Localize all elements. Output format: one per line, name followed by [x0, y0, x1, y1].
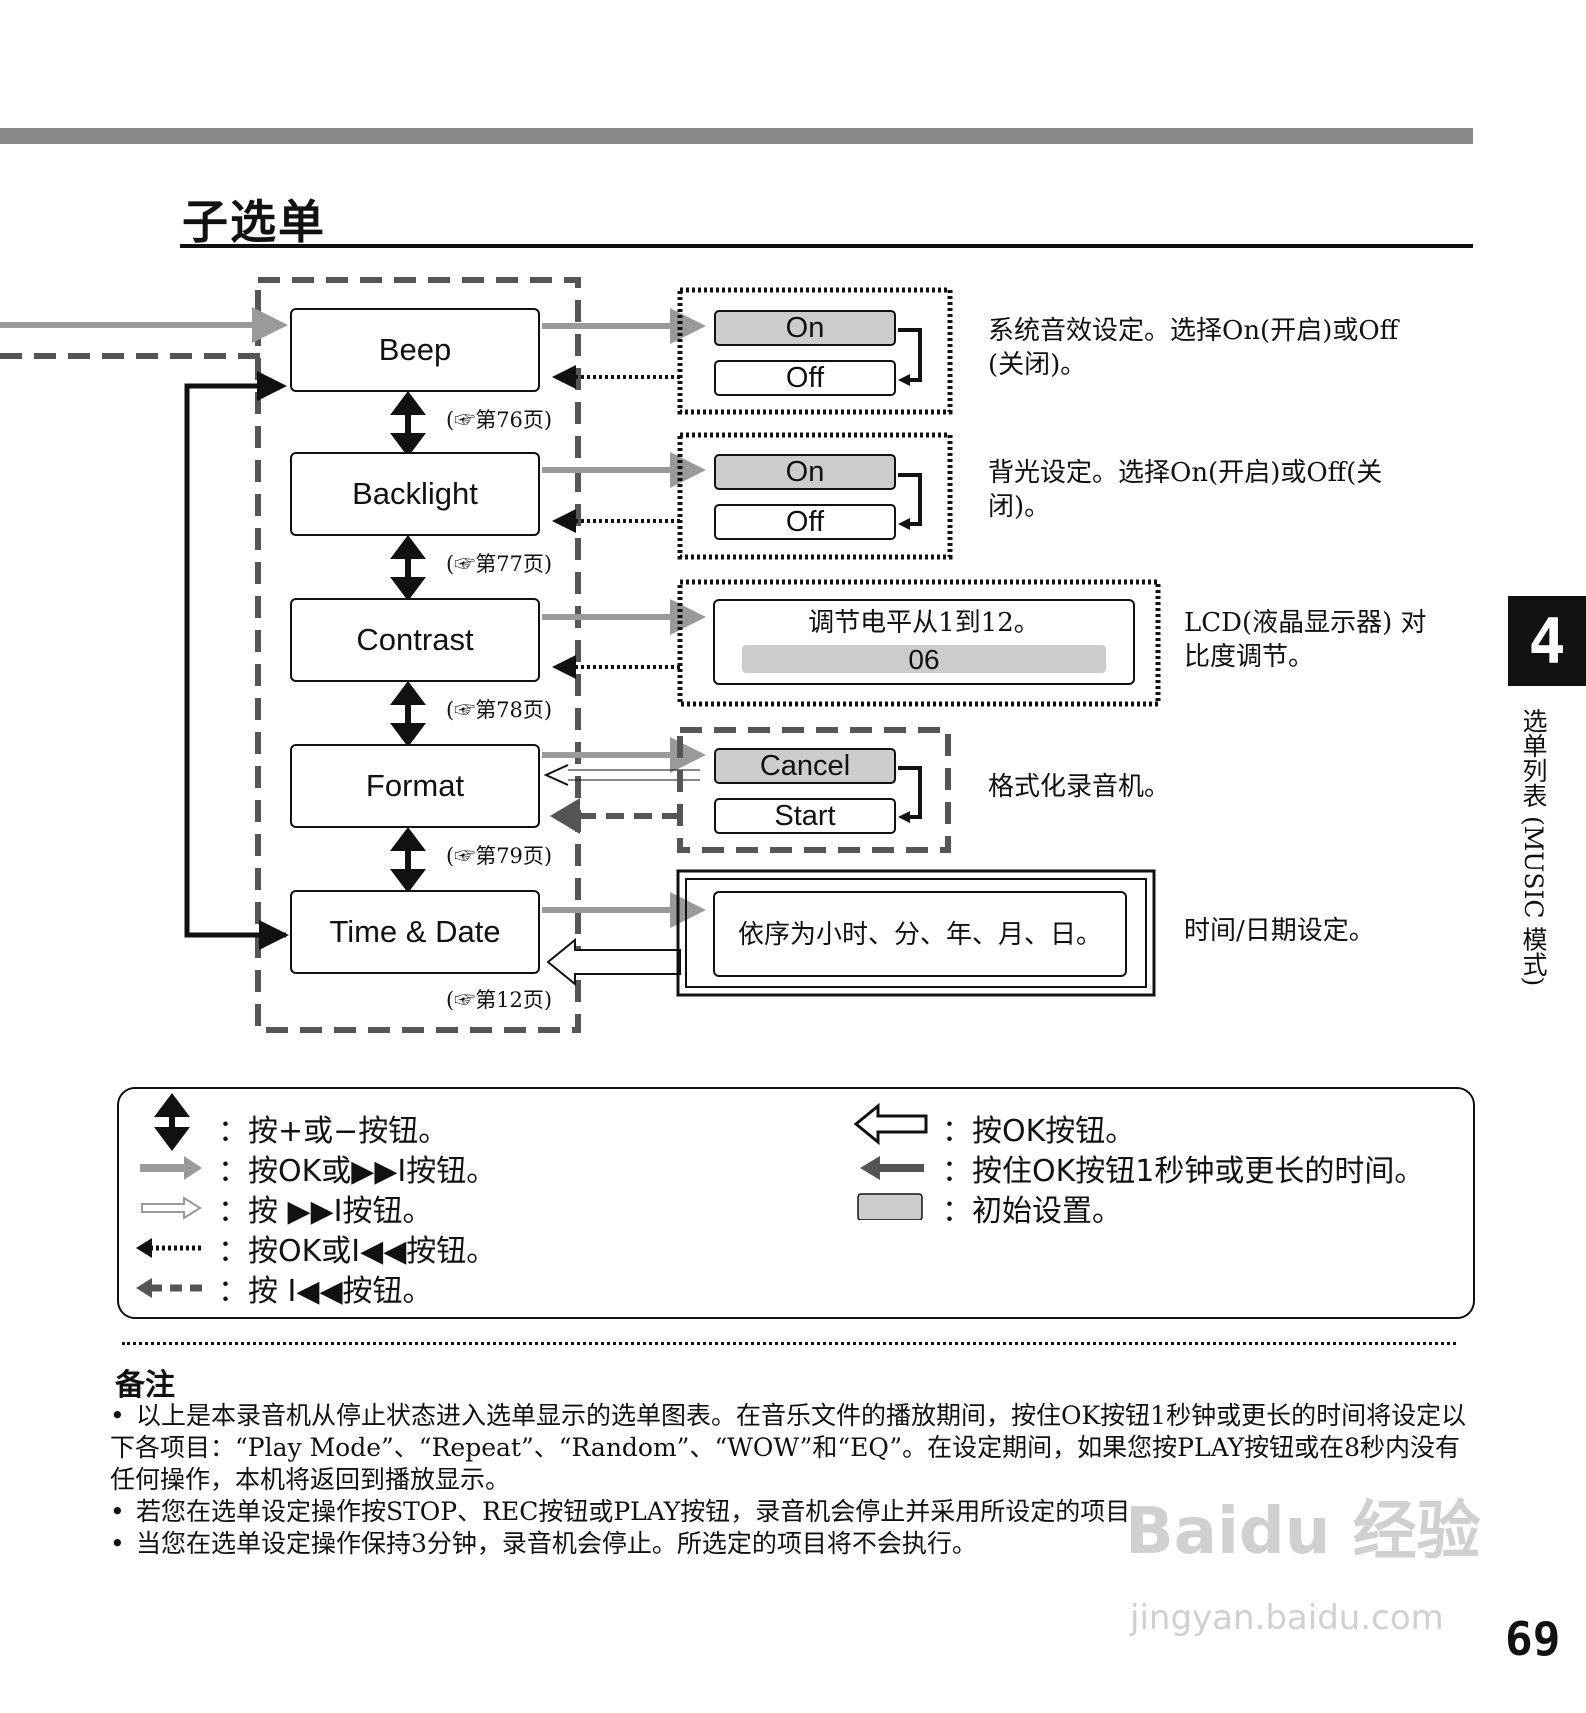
menu-item-contrast[interactable]: Contrast — [290, 598, 540, 682]
side-label: 选单列表 (MUSIC 模式) — [1519, 708, 1548, 987]
ok-hold-arrow-icon — [860, 1156, 924, 1180]
page-number: 69 — [1505, 1612, 1561, 1666]
notes-title: 备注 — [115, 1368, 175, 1403]
legend-ff: ：按 ▶▶I按钮。 — [218, 1194, 433, 1229]
contrast-description: LCD(液晶显示器) 对比度调节。 — [1184, 608, 1427, 672]
menu-group-border — [255, 277, 581, 1033]
legend-box — [117, 1087, 1475, 1319]
format-cancel-option[interactable]: Cancel — [714, 748, 896, 784]
legend-default: ：初始设置。 — [942, 1194, 1122, 1229]
beep-on-option[interactable]: On — [714, 310, 896, 346]
note-item: •当您在选单设定操作保持3分钟，录音机会停止。所选定的项目将不会执行。 — [110, 1529, 977, 1558]
legend-icons-left — [136, 1093, 204, 1298]
contrast-hint: 调节电平从1到12。 — [808, 608, 1040, 638]
watermark-logo: Baidu 经验 — [1125, 1495, 1481, 1569]
backlight-description: 背光设定。选择On(开启)或Off(关闭)。 — [988, 458, 1383, 522]
header-bar — [0, 128, 1473, 144]
diagram-connectors — [0, 277, 1161, 1033]
page-ref-format: (☞第79页) — [446, 844, 553, 868]
default-swatch-icon — [857, 1193, 923, 1220]
page-ref-time-date: (☞第12页) — [446, 988, 553, 1012]
page-title: 子选单 — [182, 195, 326, 249]
divider — [122, 1342, 1456, 1345]
menu-item-time-date[interactable]: Time & Date — [290, 890, 540, 974]
legend-ok-rew: ：按OK或I◀◀按钮。 — [218, 1234, 497, 1269]
legend-icons-right — [853, 1102, 928, 1220]
legend-plus-minus: ：按+或−按钮。 — [218, 1114, 449, 1149]
page-ref-backlight: (☞第77页) — [446, 552, 553, 576]
note-item: •若您在选单设定操作按STOP、REC按钮或PLAY按钮，录音机会停止并采用所设… — [110, 1497, 1156, 1526]
title-underline — [180, 244, 1473, 248]
menu-item-format[interactable]: Format — [290, 744, 540, 828]
backlight-on-option[interactable]: On — [714, 454, 896, 490]
hollow-arrow-icon — [141, 1196, 202, 1220]
chapter-tab: 4 — [1508, 596, 1586, 686]
beep-description: 系统音效设定。选择On(开启)或Off(关闭)。 — [988, 316, 1399, 380]
menu-item-beep[interactable]: Beep — [290, 308, 540, 392]
backlight-off-option[interactable]: Off — [714, 504, 896, 540]
note-item: •以上是本录音机从停止状态进入选单显示的选单图表。在音乐文件的播放期间，按住OK… — [110, 1401, 1467, 1494]
watermark-url: jingyan.baidu.com — [1130, 1598, 1444, 1638]
page-ref-contrast: (☞第78页) — [446, 698, 553, 722]
gray-arrow-icon — [140, 1156, 202, 1180]
ok-hollow-arrow-icon — [853, 1102, 928, 1146]
format-description: 格式化录音机。 — [988, 772, 1171, 802]
dotted-back-arrow-icon — [136, 1238, 204, 1258]
legend-ok: ：按OK按钮。 — [942, 1114, 1136, 1149]
updown-arrow-icon — [154, 1093, 190, 1151]
page-ref-beep: (☞第76页) — [446, 408, 553, 432]
time-date-hint: 依序为小时、分、年、月、日。 — [737, 920, 1102, 950]
dashed-back-arrow-icon — [136, 1278, 204, 1298]
contrast-value[interactable]: 06 — [908, 644, 940, 675]
menu-item-backlight[interactable]: Backlight — [290, 452, 540, 536]
legend-ok-hold: ：按住OK按钮1秒钟或更长的时间。 — [942, 1154, 1425, 1189]
beep-off-option[interactable]: Off — [714, 360, 896, 396]
format-start-option[interactable]: Start — [714, 798, 896, 834]
time-date-description: 时间/日期设定。 — [1184, 916, 1375, 946]
legend-rew: ：按 I◀◀按钮。 — [218, 1274, 433, 1309]
legend-ok-ff: ：按OK或▶▶I按钮。 — [218, 1154, 497, 1189]
